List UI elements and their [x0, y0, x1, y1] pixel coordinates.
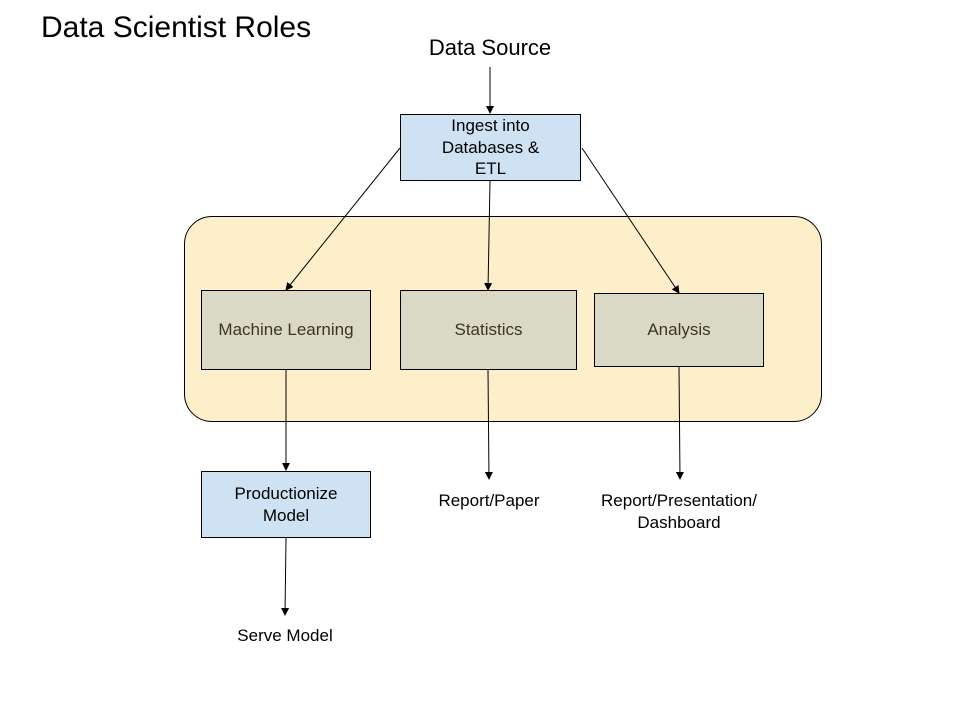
ingest-etl-box: Ingest into Databases & ETL	[400, 114, 581, 181]
machine-learning-box: Machine Learning	[201, 290, 371, 370]
productionize-model-box: Productionize Model	[201, 471, 371, 538]
edge-productionize-to-serve-model	[281, 537, 290, 616]
data-source-label: Data Source	[428, 35, 552, 60]
analysis-box: Analysis	[594, 293, 764, 367]
edge-statistics-to-report-paper	[484, 369, 493, 480]
report-paper-label: Report/Paper	[438, 491, 540, 510]
productionize-model-label: Productionize Model	[234, 484, 338, 525]
edge-analysis-to-report-presentation	[675, 366, 684, 480]
edge-ingest-to-machine-learning	[285, 147, 401, 291]
analysis-label: Analysis	[647, 320, 711, 340]
diagram-title: Data Scientist Roles	[41, 11, 312, 44]
machine-learning-label: Machine Learning	[218, 320, 354, 340]
report-presentation-dashboard-label: Report/Presentation/ Dashboard	[601, 491, 757, 532]
statistics-box: Statistics	[400, 290, 577, 370]
edge-ingest-to-analysis	[581, 147, 680, 294]
statistics-label: Statistics	[454, 320, 523, 340]
edge-ingest-to-statistics	[484, 180, 493, 291]
ingest-etl-label: Ingest into Databases & ETL	[441, 116, 540, 179]
serve-model-label: Serve Model	[237, 626, 333, 645]
